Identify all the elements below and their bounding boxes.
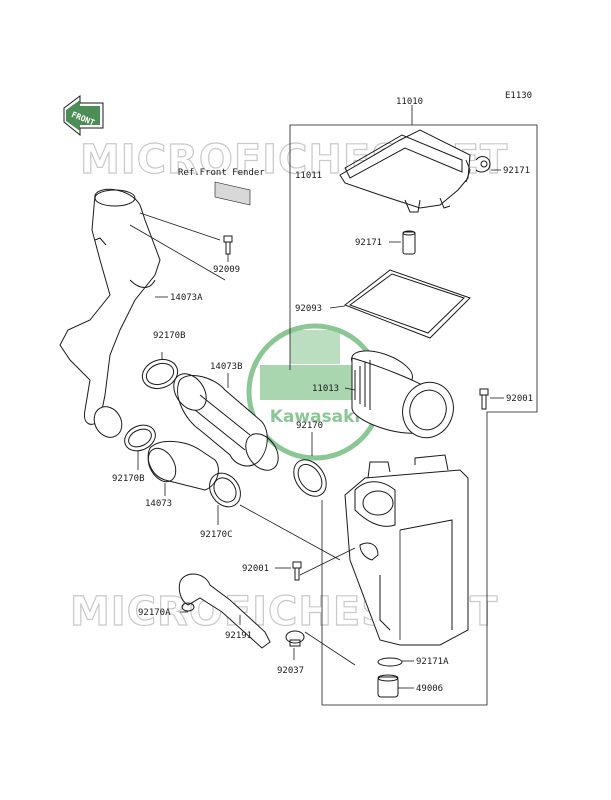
front-arrow-icon: FRONT	[63, 95, 104, 137]
label-92171-mid: 92171	[355, 238, 382, 248]
intake-duct-14073	[147, 441, 219, 496]
clamp-92170A	[180, 602, 195, 613]
clamp-92170C	[209, 472, 341, 561]
label-11010: 11010	[396, 97, 423, 107]
ref-front-fender: Ref.Front Fender	[178, 168, 265, 178]
label-92093: 92093	[295, 304, 322, 314]
clamp-92170B-bottom	[124, 424, 156, 470]
label-11011: 11011	[295, 171, 322, 181]
air-cleaner-case	[344, 454, 469, 646]
intake-duct-14073A	[59, 188, 226, 438]
case-assembly-frame	[321, 440, 488, 706]
label-92001-lower: 92001	[242, 564, 269, 574]
gasket-92093	[329, 269, 471, 339]
bolt-92001-lower	[275, 547, 356, 581]
front-fender-ref-bracket	[214, 181, 251, 206]
bolt-92001-right	[479, 388, 504, 410]
breather-hose-92191	[178, 573, 271, 649]
clip-92171-top	[475, 156, 501, 173]
filter-element-11013	[344, 350, 454, 439]
label-49006: 49006	[416, 684, 443, 694]
label-92171A: 92171A	[416, 657, 449, 667]
clamp-92171A	[377, 657, 414, 667]
label-14073B: 14073B	[210, 362, 243, 372]
label-92170B-bottom: 92170B	[112, 474, 145, 484]
cover-assembly-frame	[289, 105, 538, 440]
clamp-92170	[293, 432, 327, 497]
label-92170A: 92170A	[138, 608, 171, 618]
label-92037: 92037	[277, 666, 304, 676]
label-92171-top: 92171	[503, 166, 530, 176]
label-14073A: 14073A	[170, 293, 203, 303]
label-11013: 11013	[312, 384, 339, 394]
clip-92171-mid	[389, 230, 416, 255]
label-92191: 92191	[225, 631, 252, 641]
label-92170B-top: 92170B	[153, 331, 186, 341]
bolt-92009	[223, 235, 233, 262]
clamp-92170B-top	[141, 352, 179, 390]
label-14073: 14073	[145, 499, 172, 509]
label-92009: 92009	[213, 265, 240, 275]
drain-49006	[377, 674, 414, 698]
logo-text: Kawasaki	[270, 407, 361, 427]
air-cleaner-cover	[339, 129, 471, 213]
label-92170C: 92170C	[200, 530, 233, 540]
clamp-92037	[285, 630, 356, 666]
label-92170: 92170	[296, 421, 323, 431]
intake-duct-14073B	[173, 373, 279, 471]
label-92001-right: 92001	[506, 394, 533, 404]
diagram-code: E1130	[505, 91, 532, 101]
